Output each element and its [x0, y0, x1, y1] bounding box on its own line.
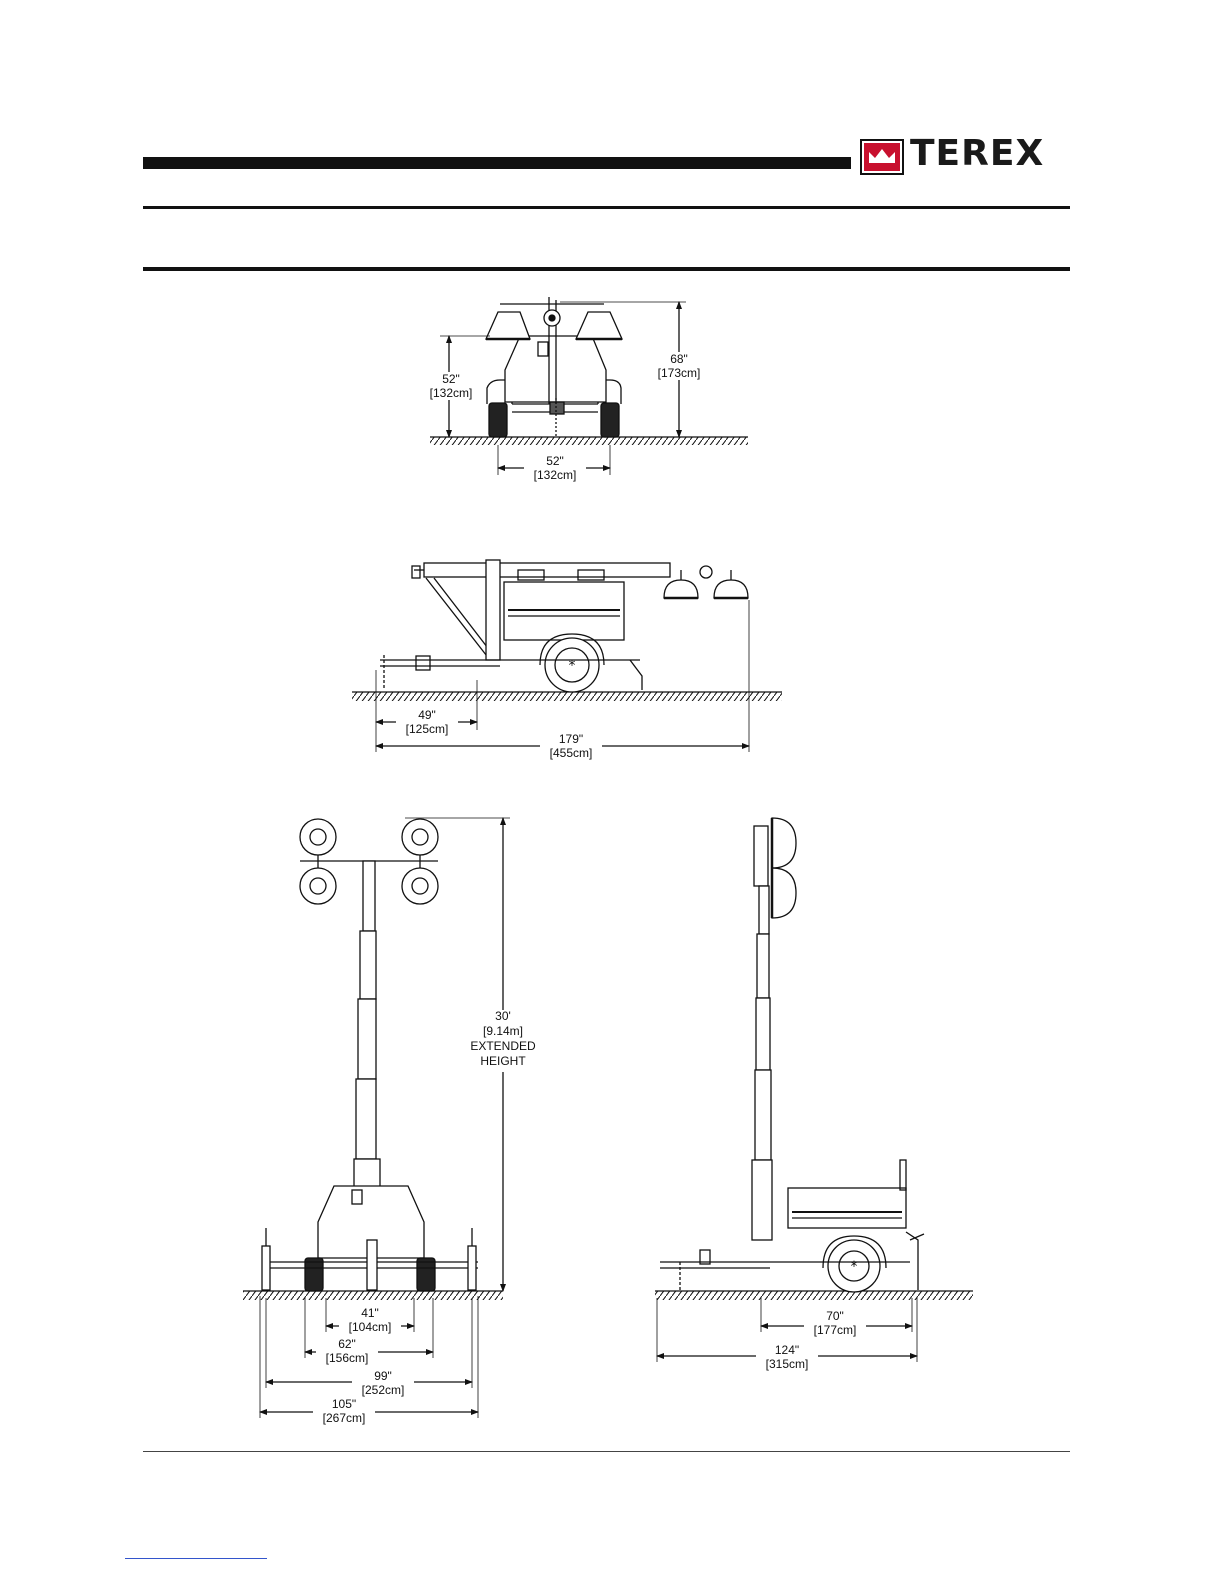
side-stowed-tongue-imperial: 49" — [396, 708, 458, 722]
front-dim-4-label: 105" [267cm] — [313, 1397, 375, 1425]
rear-width-metric: [132cm] — [524, 468, 586, 482]
rear-height-right-label: 68" [173cm] — [648, 352, 710, 380]
front-dim-3-metric: [252cm] — [352, 1383, 414, 1397]
front-extended-height-imperial: 30' — [463, 1009, 543, 1024]
side-extended-dim-2-label: 124" [315cm] — [756, 1343, 818, 1371]
rear-width-label: 52" [132cm] — [524, 454, 586, 482]
rear-height-left-imperial: 52" — [420, 372, 482, 386]
rear-height-right-imperial: 68" — [648, 352, 710, 366]
side-stowed-tongue-metric: [125cm] — [396, 722, 458, 736]
side-extended-dim-1-label: 70" [177cm] — [804, 1309, 866, 1337]
side-stowed-length-label: 179" [455cm] — [540, 732, 602, 760]
front-dim-3-imperial: 99" — [352, 1369, 414, 1383]
front-dim-1-metric: [104cm] — [339, 1320, 401, 1334]
rear-height-left-label: 52" [132cm] — [420, 372, 482, 400]
front-dim-2-label: 62" [156cm] — [316, 1337, 378, 1365]
side-extended-dim-1-metric: [177cm] — [804, 1323, 866, 1337]
side-extended-view-drawing: * — [655, 818, 973, 1362]
side-extended-dim-2-imperial: 124" — [756, 1343, 818, 1357]
front-extended-height-label: 30' [9.14m] EXTENDED HEIGHT — [463, 1009, 543, 1069]
front-extended-height-note-1: EXTENDED — [463, 1039, 543, 1054]
front-dim-4-metric: [267cm] — [313, 1411, 375, 1425]
rear-height-left-metric: [132cm] — [420, 386, 482, 400]
front-extended-height-metric: [9.14m] — [463, 1024, 543, 1039]
front-extended-height-note-2: HEIGHT — [463, 1054, 543, 1069]
front-dim-1-label: 41" [104cm] — [339, 1306, 401, 1334]
side-stowed-tongue-label: 49" [125cm] — [396, 708, 458, 736]
side-stowed-length-imperial: 179" — [540, 732, 602, 746]
front-dim-4-imperial: 105" — [313, 1397, 375, 1411]
side-extended-dim-1-imperial: 70" — [804, 1309, 866, 1323]
front-dim-2-imperial: 62" — [316, 1337, 378, 1351]
side-stowed-length-metric: [455cm] — [540, 746, 602, 760]
front-dim-1-imperial: 41" — [339, 1306, 401, 1320]
rear-height-right-metric: [173cm] — [648, 366, 710, 380]
front-dim-2-metric: [156cm] — [316, 1351, 378, 1365]
side-extended-dim-2-metric: [315cm] — [756, 1357, 818, 1371]
rear-width-imperial: 52" — [524, 454, 586, 468]
front-dim-3-label: 99" [252cm] — [352, 1369, 414, 1397]
